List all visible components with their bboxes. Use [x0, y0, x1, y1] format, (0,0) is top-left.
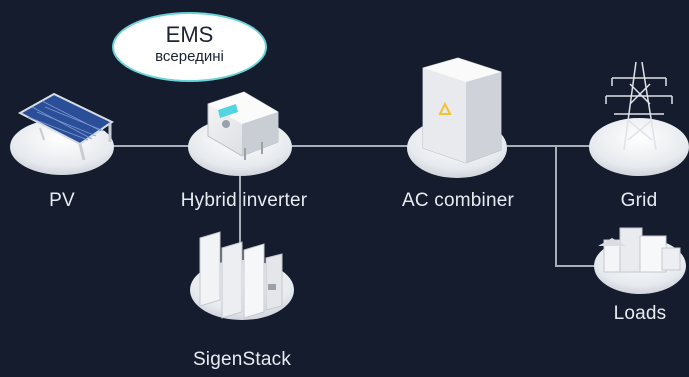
node-grid [589, 61, 689, 176]
node-pv [10, 92, 114, 175]
label-pv: PV [49, 190, 75, 211]
solar-panel-icon [17, 92, 114, 161]
node-ac-combiner [407, 57, 507, 178]
ems-bubble: EMS всередині [112, 12, 267, 82]
transmission-tower-icon [605, 61, 673, 151]
hybrid-inverter-icon [207, 91, 279, 160]
connection-lines [100, 145, 598, 267]
label-sigenstack: SigenStack [192, 349, 292, 370]
node-hybrid-inverter [188, 91, 292, 176]
label-loads: Loads [613, 303, 667, 324]
ac-combiner-icon [422, 57, 502, 164]
node-loads [594, 227, 686, 294]
battery-stack-icon [199, 231, 283, 319]
node-sigenstack [190, 231, 294, 320]
ems-subtitle: всередині [155, 48, 224, 65]
label-hybrid-inverter: Hybrid inverter [180, 190, 308, 211]
label-ac-combiner: AC combiner [401, 190, 515, 211]
buildings-icon [598, 227, 681, 273]
grid-disc [589, 118, 689, 176]
label-grid: Grid [620, 190, 658, 211]
line-combiner-loads [555, 146, 598, 267]
ems-title: EMS [165, 22, 214, 47]
